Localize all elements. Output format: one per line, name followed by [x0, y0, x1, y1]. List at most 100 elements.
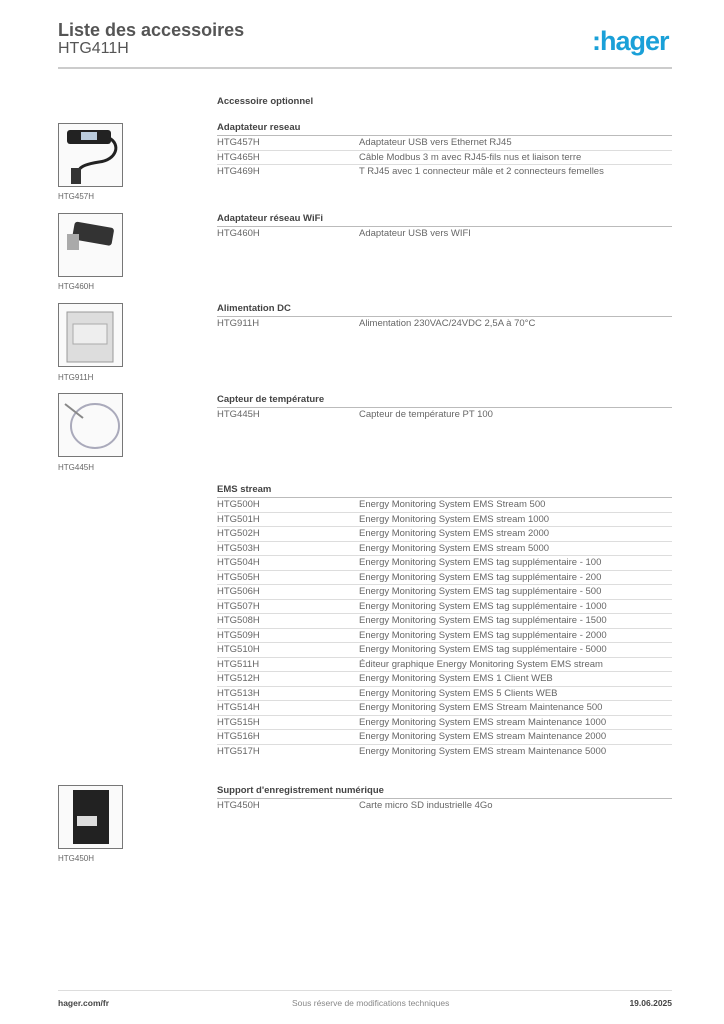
- article-number: HTG510H: [217, 644, 260, 655]
- article-description: Energy Monitoring System EMS tag supplém…: [359, 571, 602, 583]
- section-title: Alimentation DC: [217, 302, 672, 317]
- intro-heading: Accessoire optionnel: [217, 96, 314, 107]
- table-row: HTG515H Energy Monitoring System EMS stre…: [217, 716, 672, 730]
- article-number: HTG450H: [217, 800, 260, 811]
- article-number: HTG505H: [217, 571, 260, 583]
- article-number: HTG516H: [217, 731, 260, 742]
- sd-card-image: [58, 785, 123, 849]
- article-description: Energy Monitoring System EMS tag supplém…: [359, 600, 607, 612]
- article-number: HTG508H: [217, 615, 260, 626]
- article-description: Capteur de température PT 100: [359, 409, 493, 420]
- image-label: HTG457H: [58, 192, 95, 201]
- article-description: Energy Monitoring System EMS stream Main…: [359, 731, 607, 742]
- article-description: Energy Monitoring System EMS tag supplém…: [359, 586, 602, 597]
- article-description: Energy Monitoring System EMS stream Main…: [359, 716, 607, 728]
- section-title: Support d'enregistrement numérique: [217, 784, 672, 799]
- article-number: HTG512H: [217, 673, 260, 684]
- article-number: HTG503H: [217, 542, 260, 554]
- article-number: HTG514H: [217, 702, 260, 713]
- page-subtitle: HTG411H: [58, 40, 129, 57]
- table-row: HTG512H Energy Monitoring System EMS 1 Cl…: [217, 672, 672, 687]
- article-description: Energy Monitoring System EMS 1 Client WE…: [359, 673, 553, 684]
- article-description: Energy Monitoring System EMS stream 2000: [359, 528, 550, 539]
- article-description: Energy Monitoring System EMS stream 1000: [359, 513, 550, 525]
- table-row: HTG508H Energy Monitoring System EMS tag …: [217, 614, 672, 629]
- article-description: Energy Monitoring System EMS stream 5000: [359, 542, 550, 554]
- article-number: HTG515H: [217, 716, 260, 728]
- table-row: HTG509H Energy Monitoring System EMS tag …: [217, 629, 672, 643]
- table-row: HTG469H T RJ45 avec 1 connecteur mâle et …: [217, 165, 672, 180]
- table-row: HTG513H Energy Monitoring System EMS 5 Cl…: [217, 687, 672, 701]
- table-row: HTG450H Carte micro SD industrielle 4Go: [217, 799, 672, 814]
- article-number: HTG445H: [217, 409, 260, 420]
- article-number: HTG465H: [217, 151, 260, 163]
- image-label: HTG450H: [58, 854, 95, 863]
- table-row: HTG516H Energy Monitoring System EMS stre…: [217, 730, 672, 745]
- article-description: Adaptateur USB vers Ethernet RJ45: [359, 137, 512, 148]
- article-number: HTG507H: [217, 600, 260, 612]
- article-number: HTG500H: [217, 499, 260, 510]
- article-number: HTG513H: [217, 687, 260, 699]
- page-title: Liste des accessoires: [58, 20, 245, 40]
- article-description: Adaptateur USB vers WIFI: [359, 228, 471, 239]
- article-number: HTG502H: [217, 528, 260, 539]
- table-row: HTG506H Energy Monitoring System EMS tag …: [217, 585, 672, 600]
- hager-logo: :hager: [592, 26, 670, 56]
- usb-ethernet-adapter-image: [58, 123, 123, 187]
- table-row: HTG445H Capteur de température PT 100: [217, 408, 672, 423]
- footer-disclaimer: Sous réserve de modifications techniques: [292, 998, 450, 1008]
- article-description: Energy Monitoring System EMS Stream 500: [359, 499, 546, 510]
- article-description: Energy Monitoring System EMS stream Main…: [359, 745, 607, 757]
- section-title: Capteur de température: [217, 393, 672, 408]
- table-row: HTG511H Éditeur graphique Energy Monitori…: [217, 658, 672, 672]
- article-number: HTG504H: [217, 557, 260, 568]
- article-description: Câble Modbus 3 m avec RJ45-fils nus et l…: [359, 151, 582, 163]
- section-title: EMS stream: [217, 483, 672, 498]
- article-number: HTG517H: [217, 745, 260, 757]
- image-label: HTG445H: [58, 463, 95, 472]
- article-description: Éditeur graphique Energy Monitoring Syst…: [359, 658, 603, 670]
- article-description: Energy Monitoring System EMS tag supplém…: [359, 629, 607, 641]
- table-row: HTG501H Energy Monitoring System EMS stre…: [217, 513, 672, 527]
- article-description: Carte micro SD industrielle 4Go: [359, 800, 493, 811]
- header-divider: [58, 67, 672, 69]
- section-title: Adaptateur réseau WiFi: [217, 212, 672, 227]
- temperature-sensor-image: [58, 393, 123, 457]
- article-description: Energy Monitoring System EMS Stream Main…: [359, 702, 603, 713]
- wifi-adapter-image: [58, 213, 123, 277]
- table-row: HTG514H Energy Monitoring System EMS Stre…: [217, 701, 672, 716]
- article-number: HTG511H: [217, 658, 260, 670]
- image-label: HTG460H: [58, 282, 95, 291]
- article-number: HTG501H: [217, 513, 260, 525]
- table-row: HTG502H Energy Monitoring System EMS stre…: [217, 527, 672, 542]
- article-number: HTG911H: [217, 318, 260, 329]
- article-number: HTG509H: [217, 629, 260, 641]
- table-row: HTG911H Alimentation 230VAC/24VDC 2,5A à …: [217, 317, 672, 332]
- article-description: Alimentation 230VAC/24VDC 2,5A à 70°C: [359, 318, 536, 329]
- article-number: HTG469H: [217, 166, 260, 177]
- table-row: HTG503H Energy Monitoring System EMS stre…: [217, 542, 672, 556]
- footer-date: 19.06.2025: [629, 998, 672, 1008]
- article-description: Energy Monitoring System EMS tag supplém…: [359, 615, 607, 626]
- section-title: Adaptateur reseau: [217, 121, 672, 136]
- table-row: HTG517H Energy Monitoring System EMS stre…: [217, 745, 672, 760]
- table-row: HTG507H Energy Monitoring System EMS tag …: [217, 600, 672, 614]
- article-description: Energy Monitoring System EMS 5 Clients W…: [359, 687, 558, 699]
- article-description: T RJ45 avec 1 connecteur mâle et 2 conne…: [359, 166, 604, 177]
- footer-website[interactable]: hager.com/fr: [58, 998, 110, 1008]
- table-row: HTG500H Energy Monitoring System EMS Stre…: [217, 498, 672, 513]
- table-row: HTG505H Energy Monitoring System EMS tag …: [217, 571, 672, 585]
- image-label: HTG911H: [58, 373, 94, 382]
- article-number: HTG506H: [217, 586, 260, 597]
